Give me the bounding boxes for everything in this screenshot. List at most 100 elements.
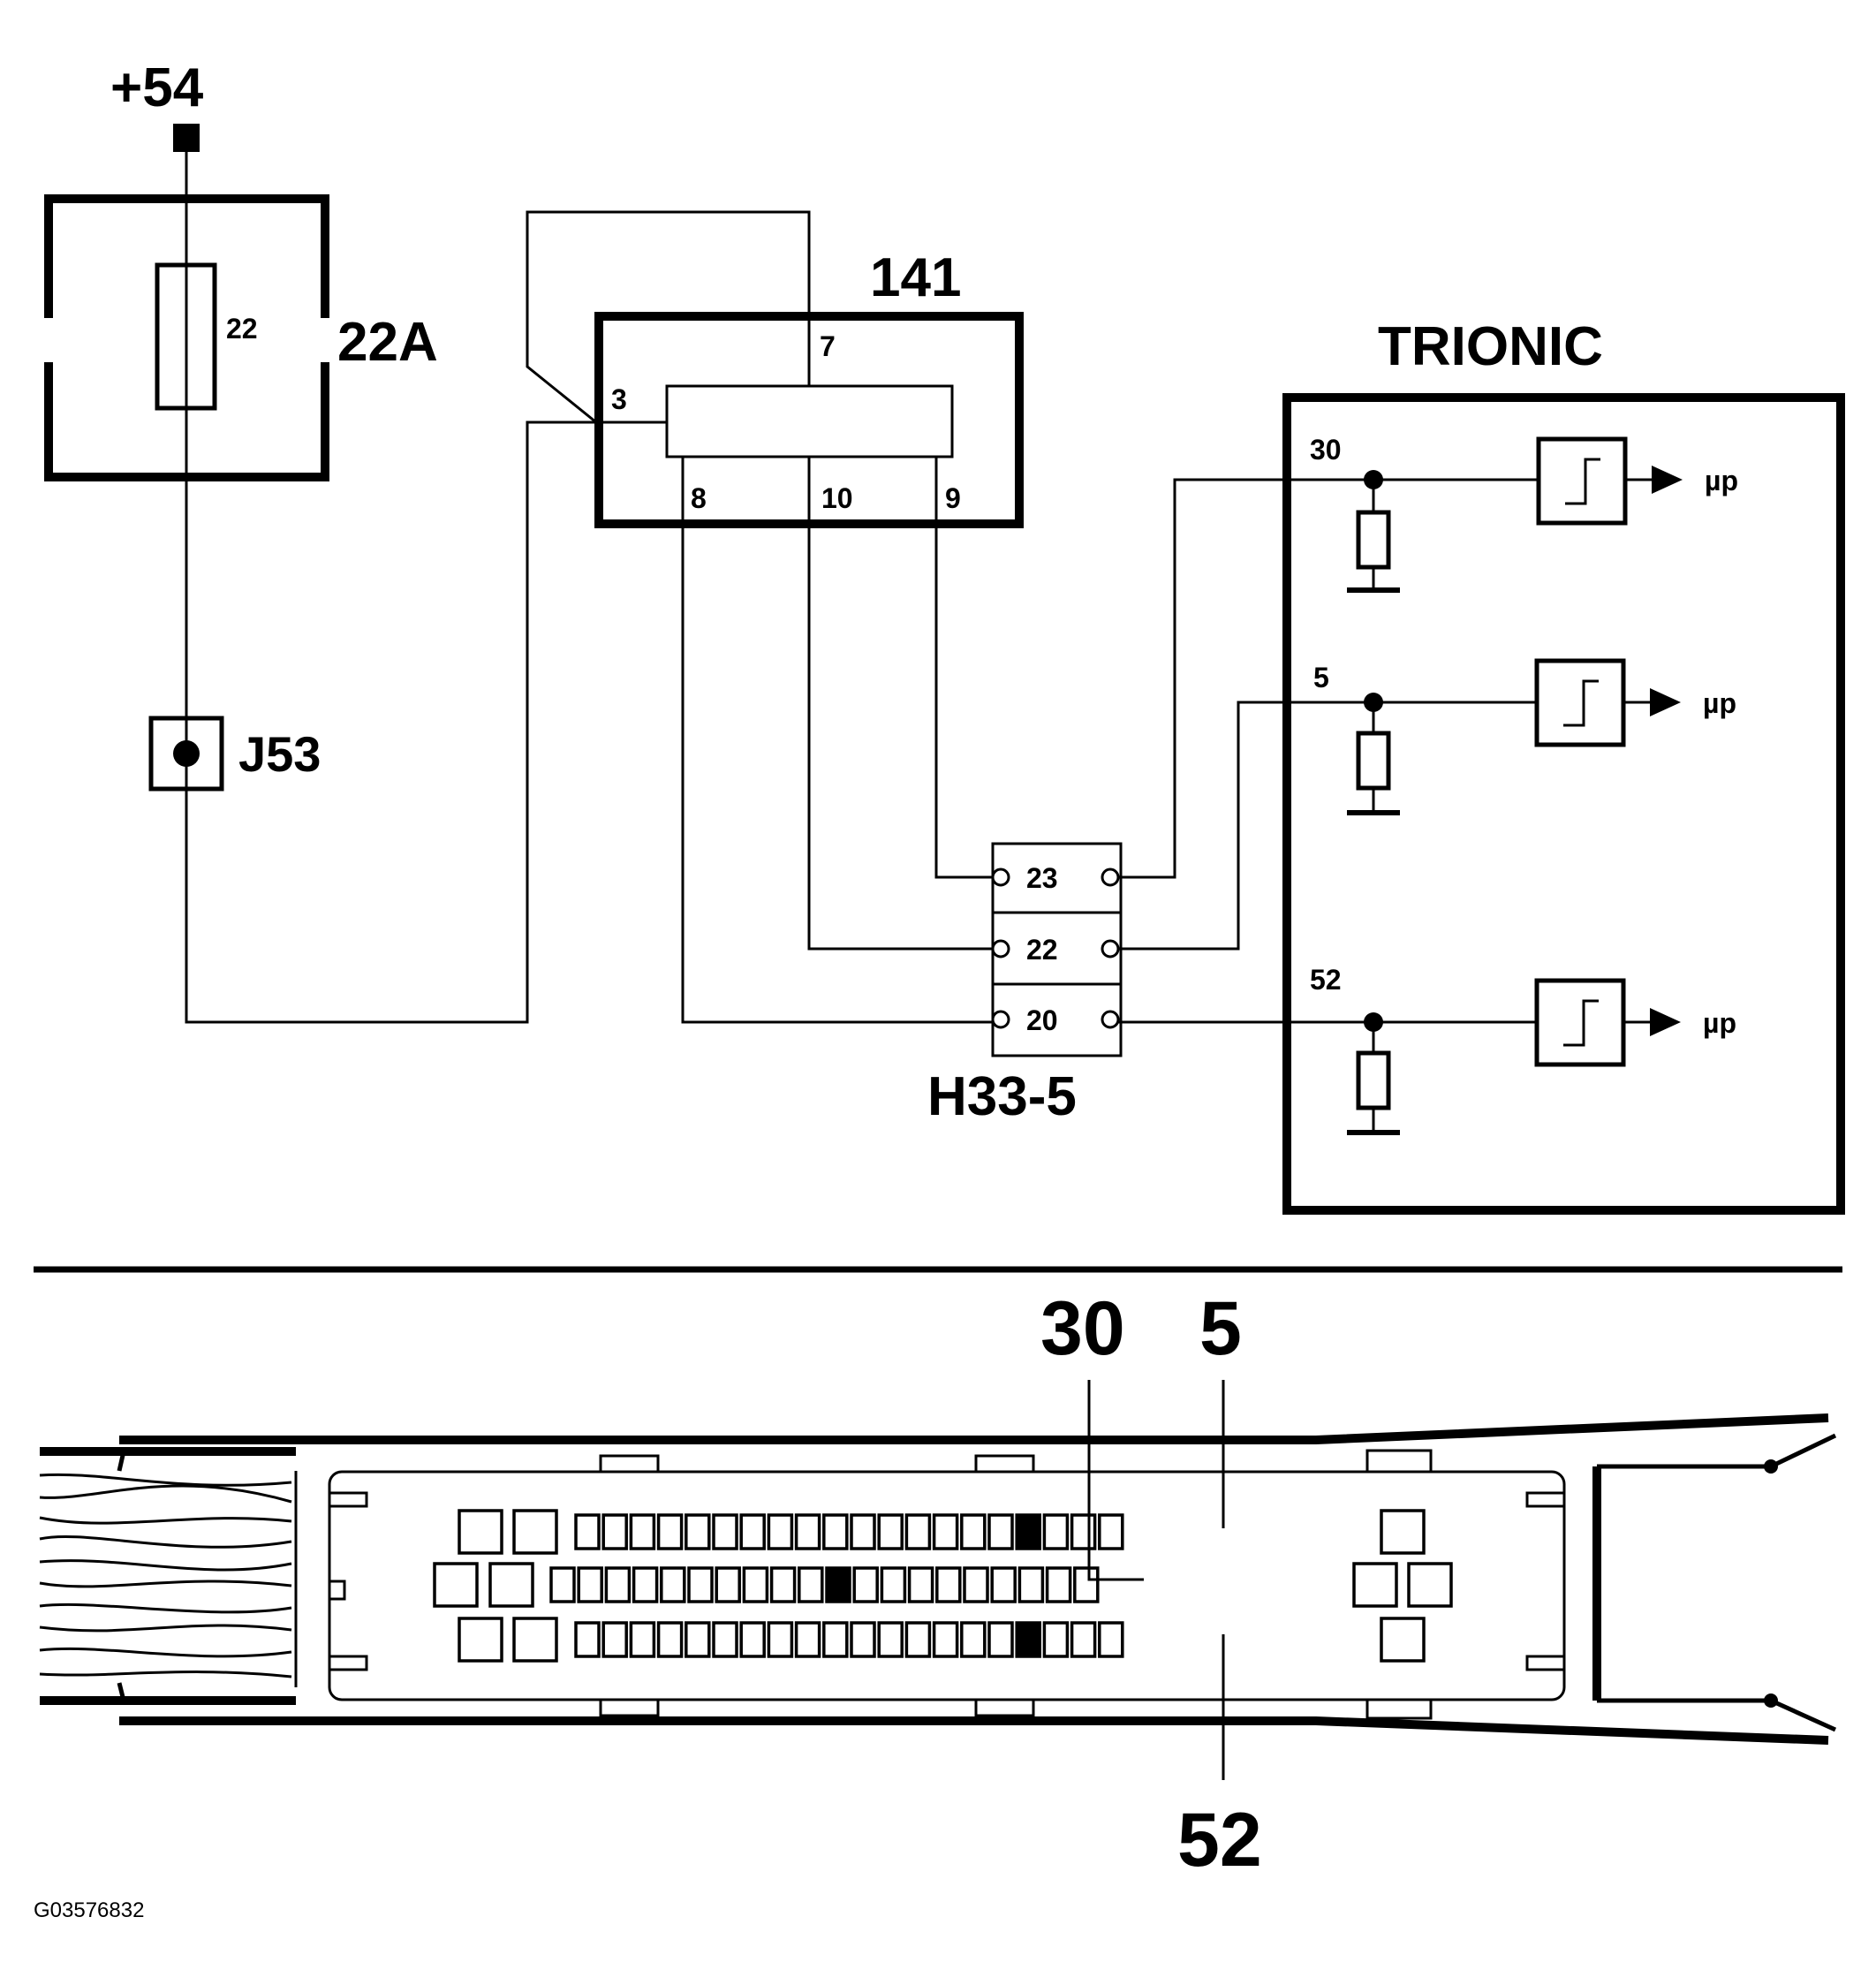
connector-pin <box>685 1621 711 1658</box>
connector-pin <box>601 1621 628 1658</box>
wire-pin7-loop <box>526 210 811 424</box>
connector-pin <box>1070 1513 1097 1550</box>
ecu-box <box>1282 393 1845 1215</box>
connector-pin <box>987 1513 1014 1550</box>
connector-pin-large <box>1380 1617 1426 1663</box>
ecu-input-5 <box>1347 658 1681 815</box>
connector-pin <box>1070 1621 1097 1658</box>
connector-pin-5 <box>1015 1513 1041 1550</box>
connector-pin <box>904 1621 932 1658</box>
connector-pin <box>1073 1566 1100 1603</box>
connector-pin-20: 20 <box>1026 1004 1058 1036</box>
sensor-pin-7: 7 <box>820 330 836 362</box>
connector-pin <box>794 1621 821 1658</box>
connector-pin <box>549 1566 576 1603</box>
connector-pin <box>987 1621 1014 1658</box>
connector-label: H33-5 <box>927 1066 1077 1127</box>
ecu-out-5: µp <box>1703 687 1736 719</box>
connector-pin <box>932 1513 959 1550</box>
junction-j53-dot <box>173 740 200 767</box>
ecu-pin-30: 30 <box>1310 434 1342 466</box>
connector-pin <box>960 1513 987 1550</box>
connector-pin <box>739 1513 766 1550</box>
connector-pin <box>1045 1566 1072 1603</box>
connector-pin <box>742 1566 769 1603</box>
connector-pin <box>687 1566 714 1603</box>
connector-pin-large <box>458 1617 503 1663</box>
callout-5: 5 <box>1199 1286 1242 1371</box>
callout-leader-30 <box>1087 1380 1144 1581</box>
connector-pin-large <box>488 1562 534 1608</box>
connector-pin-large <box>1352 1562 1398 1608</box>
connector-pin <box>769 1566 797 1603</box>
connector-pin <box>822 1513 849 1550</box>
wire-bundle <box>39 1447 298 1705</box>
supply-terminal <box>173 124 200 152</box>
ecu-input-52 <box>1347 978 1681 1135</box>
connector-pin <box>904 1513 932 1550</box>
connector-pin-large <box>1407 1562 1453 1608</box>
ecu-label: TRIONIC <box>1378 316 1603 377</box>
connector-pin <box>1042 1513 1070 1550</box>
connector-pin <box>767 1621 794 1658</box>
wire-pin10-to-22 <box>807 524 993 951</box>
connector-pin <box>877 1513 904 1550</box>
connector-pin-23: 23 <box>1026 862 1058 894</box>
fuse-box-label: 22A <box>337 312 438 373</box>
callout-30: 30 <box>1040 1286 1125 1371</box>
ecu-out-30: µp <box>1705 465 1738 496</box>
connector-pin-large <box>512 1509 558 1555</box>
connector-pin-large <box>512 1617 558 1663</box>
ecu-connector-view <box>39 1380 1837 1780</box>
junction-label: J53 <box>238 726 321 782</box>
connector-pin <box>1042 1621 1070 1658</box>
connector-pin <box>767 1513 794 1550</box>
connector-pin <box>656 1513 684 1550</box>
connector-pin <box>656 1621 684 1658</box>
wire-22-to-5 <box>1118 701 1373 951</box>
connector-pin <box>877 1621 904 1658</box>
connector-pin-22: 22 <box>1026 934 1058 966</box>
connector-pin <box>712 1513 738 1550</box>
ecu-pin-52: 52 <box>1310 964 1342 996</box>
junction-j53-box <box>148 716 224 792</box>
connector-pin-large <box>433 1562 479 1608</box>
wire-pin8-to-20 <box>681 524 993 1024</box>
supply-label: +54 <box>110 57 204 118</box>
connector-pin <box>577 1566 603 1603</box>
connector-pin <box>935 1566 962 1603</box>
sensor-pin-3: 3 <box>611 383 627 415</box>
ecu-pin-5: 5 <box>1313 662 1329 693</box>
callout-52: 52 <box>1177 1798 1262 1883</box>
connector-pin-large <box>458 1509 503 1555</box>
connector-pin <box>963 1566 989 1603</box>
connector-pin <box>990 1566 1017 1603</box>
wire-23-to-30 <box>1118 478 1373 879</box>
connector-pin-grid <box>433 1509 1453 1663</box>
connector-pin <box>715 1566 741 1603</box>
connector-pin-30 <box>825 1566 851 1603</box>
connector-pin <box>794 1513 821 1550</box>
connector-pin <box>822 1621 849 1658</box>
ecu-input-30 <box>1347 436 1683 593</box>
wire-pin9-to-23 <box>934 524 993 879</box>
connector-pin <box>604 1566 632 1603</box>
connector-pin <box>601 1513 628 1550</box>
connector-pin-large <box>1380 1509 1426 1555</box>
connector-pin <box>850 1621 876 1658</box>
connector-pin <box>685 1513 711 1550</box>
sensor-141-element <box>665 384 954 458</box>
connector-pin <box>712 1621 738 1658</box>
sensor-pin-8: 8 <box>691 482 707 514</box>
connector-pin <box>852 1566 879 1603</box>
connector-pin <box>739 1621 766 1658</box>
connector-pin <box>960 1621 987 1658</box>
connector-pin <box>1017 1566 1045 1603</box>
ecu-out-52: µp <box>1703 1007 1736 1039</box>
connector-pin <box>629 1621 656 1658</box>
connector-pin-52 <box>1015 1621 1041 1658</box>
connector-pin <box>660 1566 686 1603</box>
sensor-label: 141 <box>870 247 961 308</box>
connector-pin <box>574 1621 601 1658</box>
